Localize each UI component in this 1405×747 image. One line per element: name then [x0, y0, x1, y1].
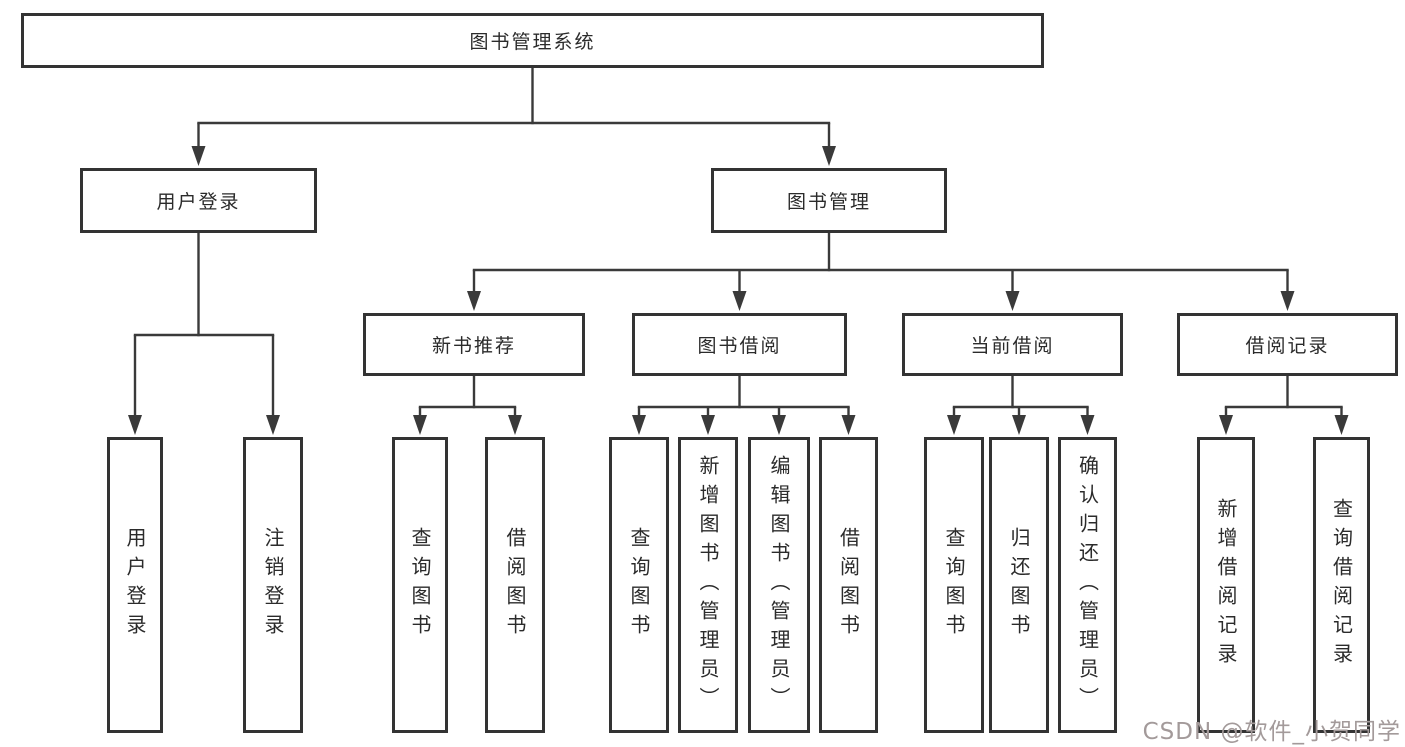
node-book-mgmt: 图书管理 [711, 168, 947, 233]
node-rec-borrow: 借阅图书 [485, 437, 545, 733]
node-rec-query: 查询图书 [392, 437, 448, 733]
node-bb-query: 查询图书 [609, 437, 669, 733]
csdn-watermark: CSDN @软件_小贺同学 [1142, 719, 1401, 745]
node-login-leaf: 用户登录 [107, 437, 163, 733]
node-bb-edit: 编辑图书（管理员） [748, 437, 810, 733]
node-logout-leaf: 注销登录 [243, 437, 303, 733]
node-current-borrow: 当前借阅 [902, 313, 1123, 376]
node-user-login: 用户登录 [80, 168, 317, 233]
node-cb-query: 查询图书 [924, 437, 984, 733]
node-br-query: 查询借阅记录 [1313, 437, 1370, 733]
node-cb-confirm: 确认归还（管理员） [1058, 437, 1117, 733]
node-root: 图书管理系统 [21, 13, 1044, 68]
node-new-book-rec: 新书推荐 [363, 313, 585, 376]
node-br-add: 新增借阅记录 [1197, 437, 1255, 733]
node-bb-add: 新增图书（管理员） [678, 437, 738, 733]
node-borrow-record: 借阅记录 [1177, 313, 1398, 376]
node-cb-return: 归还图书 [989, 437, 1049, 733]
node-book-borrow: 图书借阅 [632, 313, 847, 376]
node-bb-borrow: 借阅图书 [819, 437, 878, 733]
